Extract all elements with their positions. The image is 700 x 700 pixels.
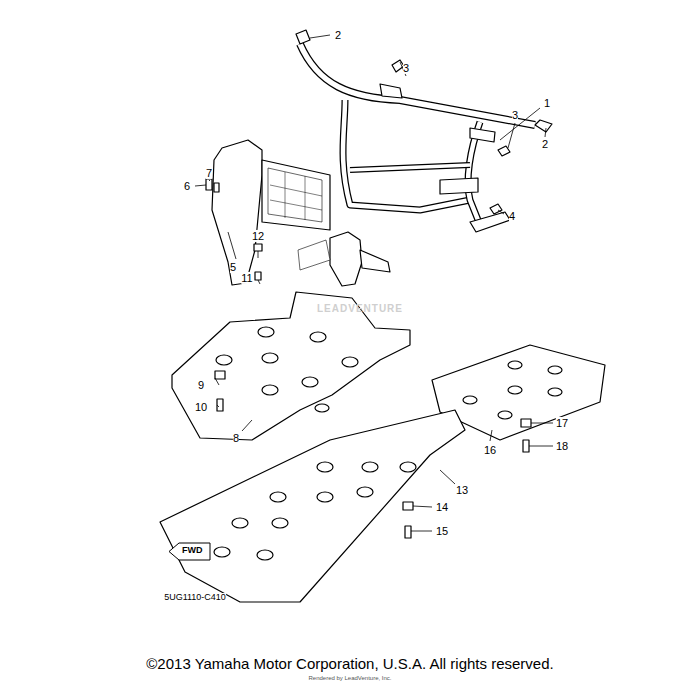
callout-number: 18 bbox=[556, 440, 568, 452]
diagram-code: 5UG1110-C410 bbox=[164, 593, 226, 603]
callout-number: 2 bbox=[542, 138, 548, 150]
callout-number: 14 bbox=[436, 501, 448, 513]
arrow-text: FWD bbox=[168, 542, 211, 559]
forward-arrow: FWD bbox=[168, 542, 211, 561]
callout-number: 8 bbox=[233, 432, 239, 444]
leader-lines bbox=[195, 35, 553, 531]
callout-number: 16 bbox=[484, 444, 496, 456]
callout-number: 2 bbox=[335, 29, 341, 41]
front-skid-plate bbox=[172, 292, 410, 440]
callout-number: 3 bbox=[512, 109, 518, 121]
front-guard bbox=[212, 140, 390, 286]
center-skid-plate bbox=[160, 410, 465, 602]
callout-number: 9 bbox=[198, 379, 204, 391]
callout-number: 17 bbox=[556, 417, 568, 429]
fasteners bbox=[206, 60, 531, 538]
callout-number: 6 bbox=[184, 180, 190, 192]
callout-number: 15 bbox=[436, 525, 448, 537]
watermark: LEADVENTURE bbox=[317, 303, 403, 314]
callout-number: 1 bbox=[544, 97, 550, 109]
callout-number: 4 bbox=[509, 210, 515, 222]
callout-number: 11 bbox=[241, 272, 252, 284]
callout-number: 5 bbox=[230, 261, 236, 273]
callout-number: 3 bbox=[403, 62, 409, 74]
render-credit: Rendered by LeadVenture, Inc. bbox=[308, 675, 391, 682]
callout-number: 13 bbox=[456, 484, 468, 496]
callout-number: 12 bbox=[252, 230, 264, 242]
bumper-tube bbox=[296, 30, 552, 232]
arrow-shape bbox=[169, 543, 210, 560]
copyright-caption: ©2013 Yamaha Motor Corporation, U.S.A. A… bbox=[146, 656, 553, 673]
callout-number: 7 bbox=[206, 167, 212, 179]
callout-number: 10 bbox=[195, 401, 207, 413]
